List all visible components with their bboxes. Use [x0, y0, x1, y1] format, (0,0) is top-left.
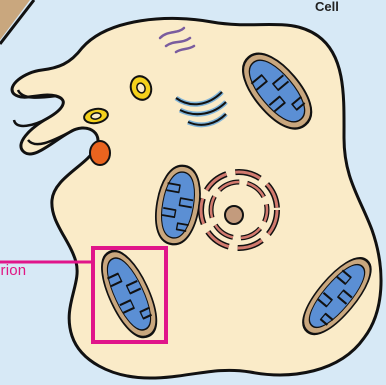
corner-fill [0, 0, 30, 40]
lysosome-icon [90, 141, 110, 165]
cell-label: Cell [315, 0, 339, 14]
mitochondrion-label: drion [0, 262, 26, 279]
